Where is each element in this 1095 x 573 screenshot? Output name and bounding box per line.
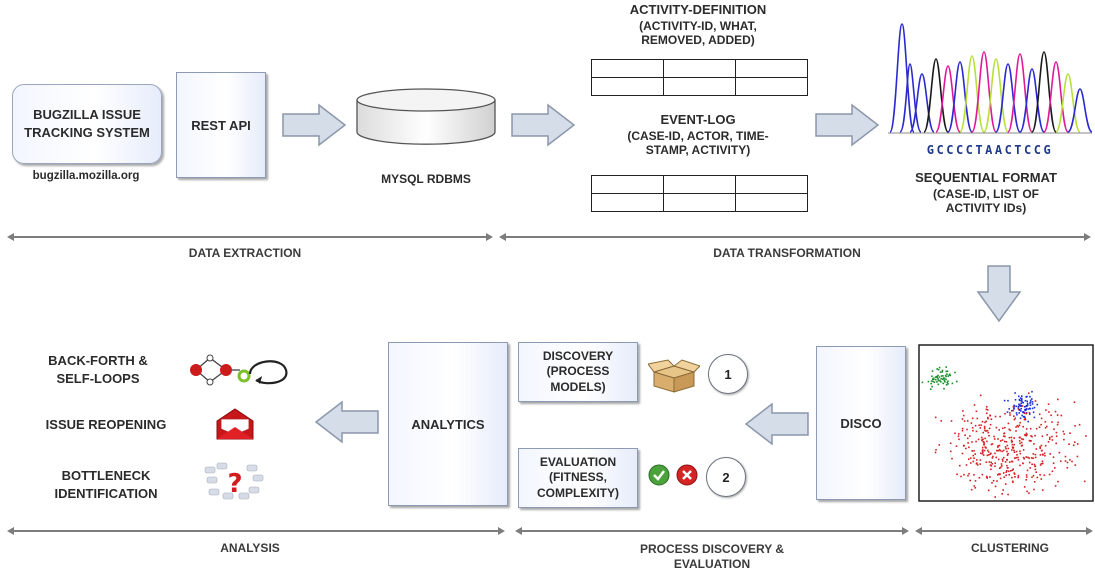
discovery-label: DISCOVERY (PROCESS MODELS) xyxy=(542,348,614,394)
database-icon xyxy=(356,88,496,145)
arrow-down-icon xyxy=(976,265,1022,323)
bugzilla-box: BUGZILLA ISSUE TRACKING SYSTEM xyxy=(12,84,162,164)
event-log-title: EVENT-LOG xyxy=(660,112,736,127)
mysql-label: MYSQL RDBMS xyxy=(381,172,471,186)
analytics-box: ANALYTICS xyxy=(388,342,508,506)
divider-analysis xyxy=(7,527,505,535)
divider-clustering xyxy=(915,527,1093,535)
step-1-number: 1 xyxy=(724,366,732,382)
event-log-fields: (CASE-ID, ACTOR, TIME-STAMP, ACTIVITY) xyxy=(627,129,769,158)
arrow-right-icon xyxy=(815,103,880,147)
step-1-badge: 1 xyxy=(708,354,748,394)
arrow-right-icon xyxy=(282,103,347,147)
disco-label: DISCO xyxy=(840,415,882,431)
issue-reopening-label: ISSUE REOPENING xyxy=(45,417,167,432)
activity-definition-table xyxy=(591,59,808,96)
activity-definition-fields: (ACTIVITY-ID, WHAT, REMOVED, ADDED) xyxy=(639,19,757,48)
question-mark-icon: ? xyxy=(204,462,264,500)
cross-icon xyxy=(676,464,698,486)
evaluation-label: EVALUATION (FITNESS, COMPLEXITY) xyxy=(536,454,619,500)
svg-text:?: ? xyxy=(227,469,242,499)
disco-box: DISCO xyxy=(816,346,906,500)
step-2-badge: 2 xyxy=(706,457,746,497)
open-box-icon xyxy=(648,359,700,393)
clustering-scatter xyxy=(918,344,1094,502)
rest-api-box: REST API xyxy=(176,72,266,178)
loop-graph-icon xyxy=(190,354,288,386)
section-process-discovery: PROCESS DISCOVERY & EVALUATION xyxy=(639,542,785,571)
arrow-left-icon xyxy=(744,402,809,446)
event-log-table xyxy=(591,175,808,212)
discovery-box: DISCOVERY (PROCESS MODELS) xyxy=(518,342,638,402)
open-envelope-icon xyxy=(216,408,254,440)
activity-definition-title: ACTIVITY-DEFINITION xyxy=(629,2,767,17)
bugzilla-label: BUGZILLA ISSUE TRACKING SYSTEM xyxy=(24,107,150,140)
divider-data-transformation xyxy=(499,233,1091,241)
back-forth-label: BACK-FORTH & SELF-LOOPS xyxy=(48,353,148,387)
arrow-left-icon xyxy=(314,400,379,444)
check-icon xyxy=(648,464,670,486)
section-analysis: ANALYSIS xyxy=(220,541,280,555)
bugzilla-url: bugzilla.mozilla.org xyxy=(32,170,140,182)
bottleneck-label: BOTTLENECK IDENTIFICATION xyxy=(54,468,158,502)
divider-data-extraction xyxy=(7,233,493,241)
evaluation-box: EVALUATION (FITNESS, COMPLEXITY) xyxy=(518,448,638,508)
chromatogram-image: GCCCCTAACTCCG xyxy=(888,4,1092,162)
sequence-letters: GCCCCTAACTCCG xyxy=(927,143,1053,157)
section-data-extraction: DATA EXTRACTION xyxy=(188,246,302,260)
section-clustering: CLUSTERING xyxy=(971,541,1049,555)
rest-api-label: REST API xyxy=(191,117,251,133)
section-data-transformation: DATA TRANSFORMATION xyxy=(713,246,861,260)
step-2-number: 2 xyxy=(722,469,730,485)
arrow-right-icon xyxy=(511,103,576,147)
analytics-label: ANALYTICS xyxy=(411,416,485,432)
sequential-format-title: SEQUENTIAL FORMAT xyxy=(915,170,1057,185)
divider-process-discovery xyxy=(515,527,909,535)
sequential-format-fields: (CASE-ID, LIST OF ACTIVITY IDs) xyxy=(933,187,1039,216)
